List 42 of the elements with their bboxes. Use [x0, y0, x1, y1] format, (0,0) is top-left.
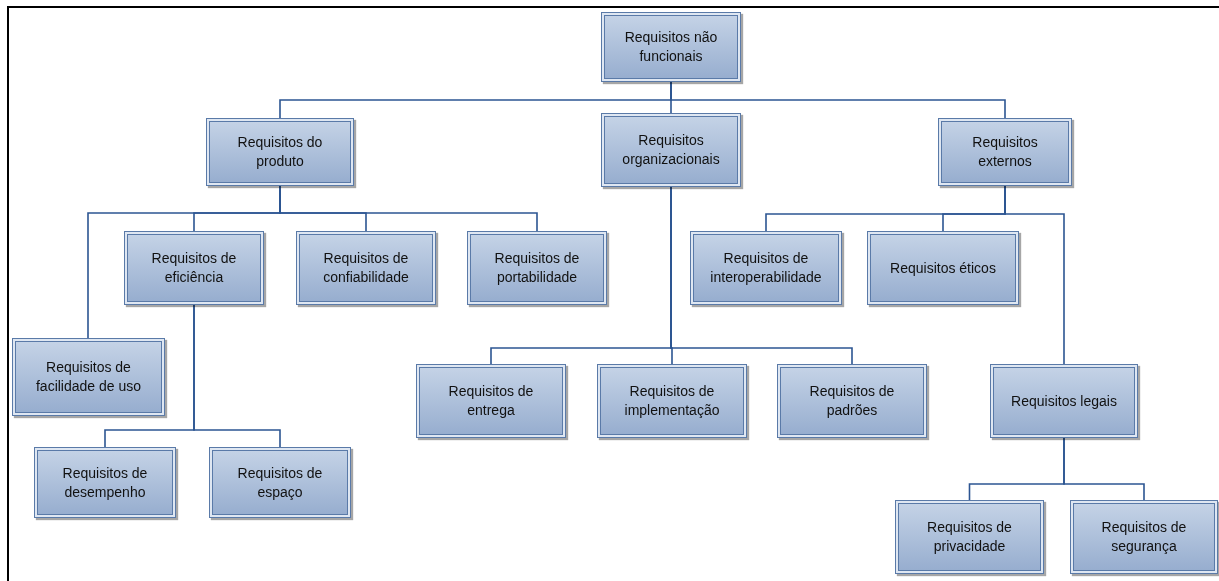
requirement-box	[895, 500, 1044, 574]
box-label: Requisitos éticos	[890, 258, 996, 278]
requirement-box	[597, 364, 747, 438]
box-label: Requisitos legais	[1011, 391, 1117, 411]
connector-line	[279, 185, 538, 232]
requirement-box	[467, 231, 607, 305]
box-label: Requisitos de eficiência	[150, 249, 238, 287]
requirement-box	[990, 364, 1138, 438]
requirement-box	[938, 118, 1072, 186]
box-label: Requisitos de portabilidade	[493, 249, 581, 287]
box-label: Requisitos de confiabilidade	[322, 249, 410, 287]
requirement-box	[296, 231, 436, 305]
requirement-box	[867, 231, 1019, 305]
requirement-box	[601, 12, 741, 82]
box-label: Requisitos de implementação	[623, 382, 721, 420]
connector-line	[670, 186, 853, 365]
requirement-box	[601, 113, 741, 187]
box-label: Requisitos de privacidade	[926, 518, 1013, 556]
connector-line	[670, 81, 1006, 119]
requirement-box	[206, 118, 354, 186]
box-label: Requisitos de segurança	[1100, 518, 1188, 556]
box-label: Requisitos organizacionais	[621, 131, 721, 169]
requirement-box	[1070, 500, 1218, 574]
box-label: Requisitos de interoperabilidade	[709, 249, 823, 287]
box-label: Requisitos de padrões	[808, 382, 896, 420]
requirement-box	[12, 338, 165, 416]
requirement-box	[34, 447, 176, 518]
box-label: Requisitos do produto	[236, 133, 324, 171]
connector-line	[1063, 437, 1145, 501]
connector-line	[193, 304, 281, 448]
requirement-box	[690, 231, 842, 305]
box-label: Requisitos não funcionais	[623, 28, 719, 66]
box-label: Requisitos de desempenho	[61, 463, 149, 502]
requirement-box	[209, 447, 351, 518]
requirement-box	[777, 364, 927, 438]
requirement-box	[124, 231, 264, 305]
box-label: Requisitos de entrega	[447, 382, 535, 420]
box-label: Requisitos externos	[971, 133, 1039, 171]
box-label: Requisitos de facilidade de uso	[34, 358, 143, 396]
connector-line	[1004, 185, 1065, 365]
requirement-box	[416, 364, 566, 438]
box-label: Requisitos de espaço	[236, 463, 324, 502]
